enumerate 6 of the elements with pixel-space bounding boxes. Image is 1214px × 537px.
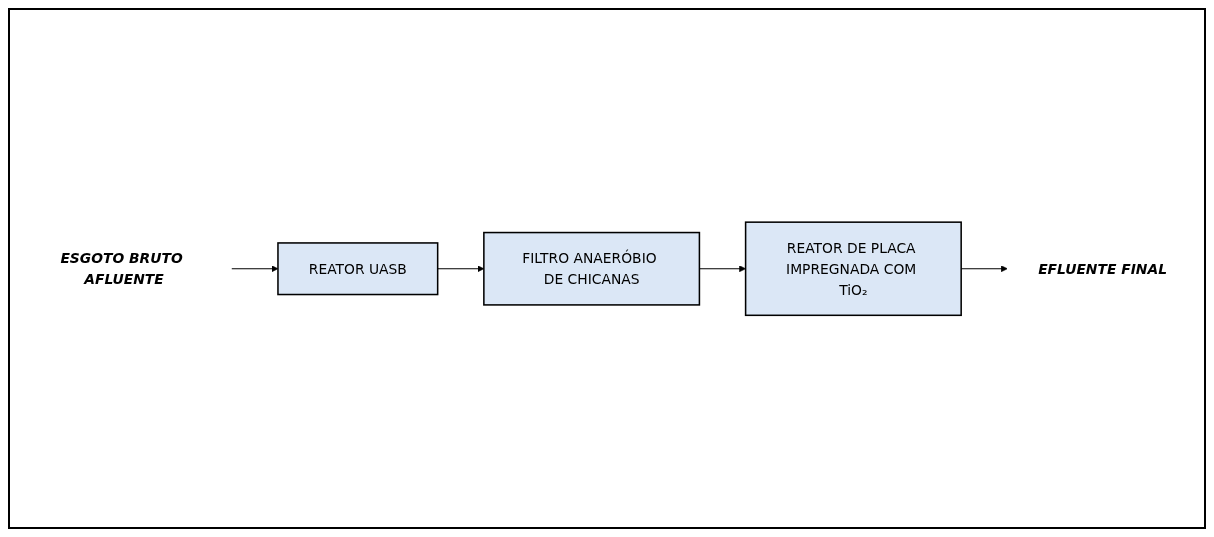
- node-box: [744, 221, 962, 316]
- node-text: EFLUENTE FINAL: [1038, 260, 1167, 277]
- node-text: ESGOTO BRUTO AFLUENTE: [60, 250, 183, 287]
- node-box: [483, 231, 701, 306]
- node-box: [277, 241, 439, 296]
- diagram-frame: ESGOTO BRUTO AFLUENTE REATOR UASB FILTRO ANAERÓBIO DE CHICANAS REATOR DE PLACA IMPREGNADA COM TiO₂ EFLUENTE FINAL: [8, 8, 1206, 529]
